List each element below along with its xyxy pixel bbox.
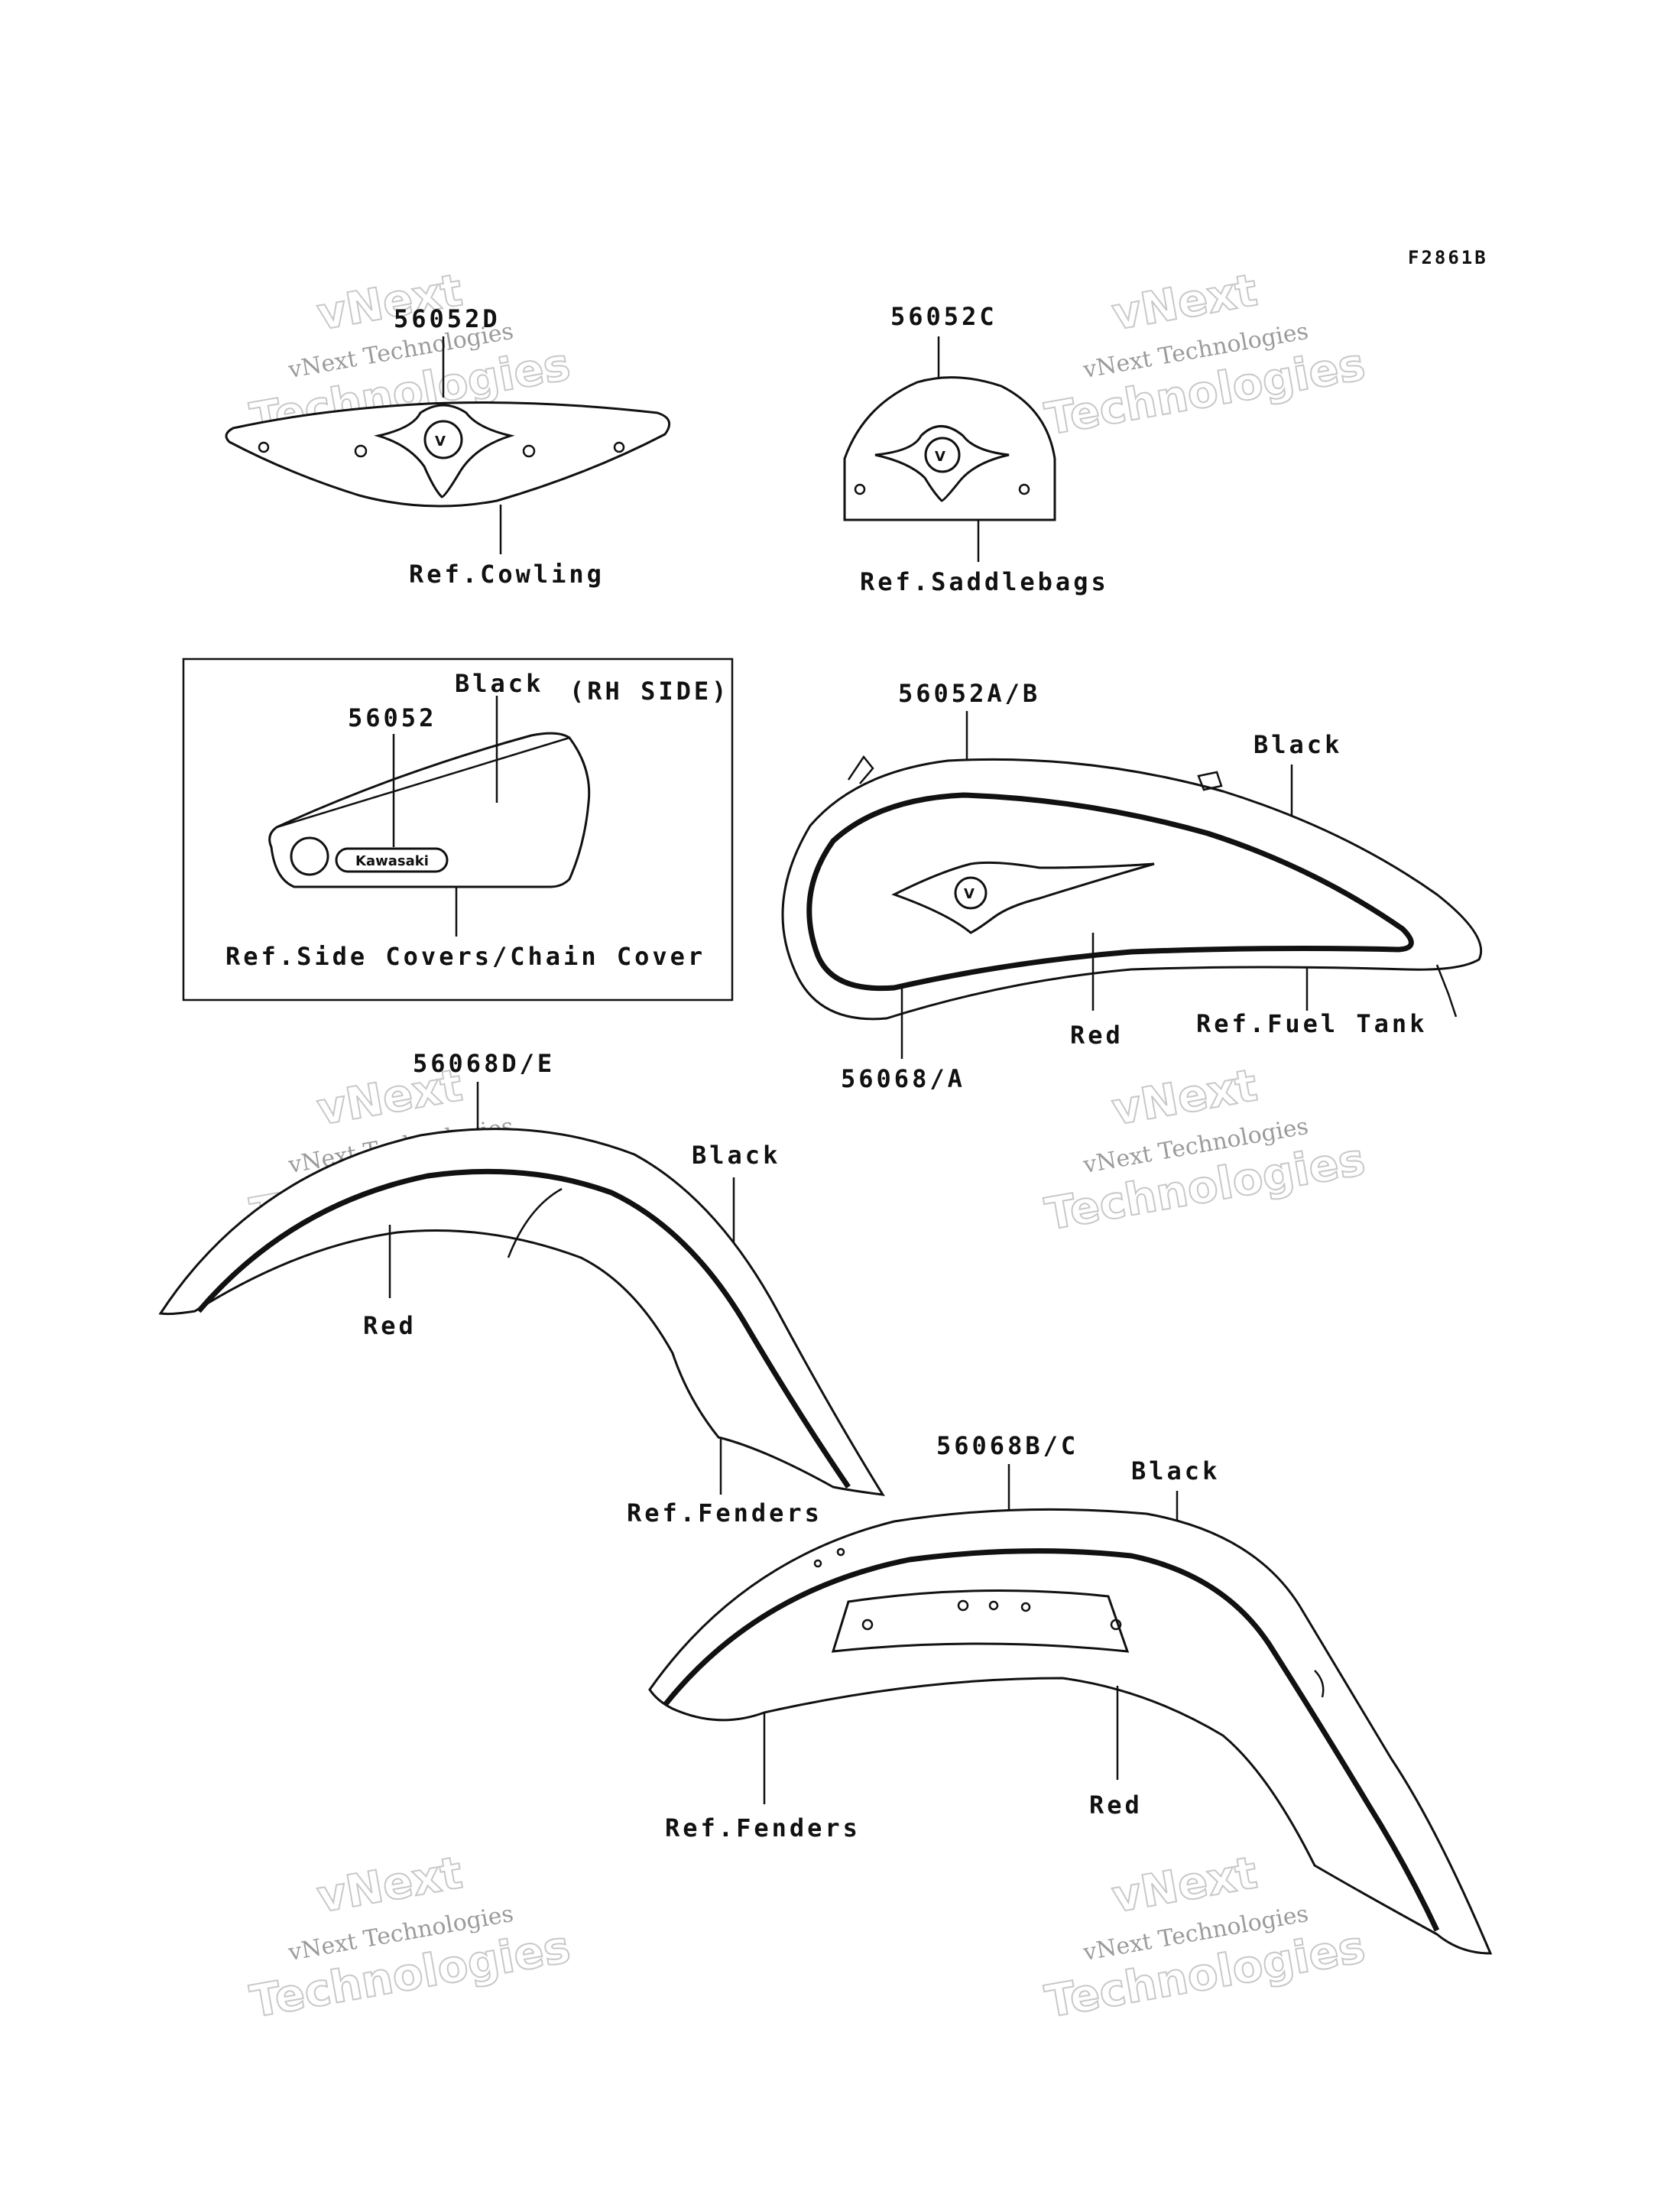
- front-fender-color-inner: Red: [363, 1311, 417, 1340]
- rear-fender-color-inner: Red: [1089, 1791, 1143, 1820]
- svg-text:vNext: vNext: [1108, 1059, 1261, 1135]
- svg-text:V: V: [435, 433, 446, 450]
- cowling-part-number: 56052D: [394, 304, 501, 333]
- rear-fender-stripe: [663, 1548, 1440, 1932]
- svg-text:V: V: [964, 886, 975, 902]
- front-fender-group: 56068D/E Black Red Ref.Fenders: [158, 1049, 885, 1528]
- fuel-tank-part-number: 56052A/B: [898, 679, 1040, 708]
- rear-fender-body: [648, 1508, 1493, 1955]
- cowling-ref: Ref.Cowling: [409, 560, 605, 589]
- side-cover-color: Black: [455, 669, 543, 698]
- svg-text:vNext: vNext: [1108, 1846, 1261, 1923]
- watermark-5: vNext vNext Technologies Technologies: [245, 1846, 574, 2028]
- fuel-tank-stripe-number: 56068/A: [841, 1064, 965, 1093]
- kawasaki-badge-text: Kawasaki: [355, 853, 429, 869]
- saddlebag-group: 56052C V Ref.Saddlebags: [843, 302, 1109, 596]
- saddlebag-part-number: 56052C: [890, 302, 997, 331]
- side-cover-group: Black (RH SIDE) 56052 Kawasaki Ref.Side …: [182, 657, 734, 1002]
- watermark-2: vNext vNext Technologies Technologies: [1040, 263, 1369, 446]
- side-cover-ref: Ref.Side Covers/Chain Cover: [225, 942, 705, 971]
- side-cover-side: (RH SIDE): [569, 677, 729, 706]
- fuel-tank-color-inner: Red: [1070, 1021, 1124, 1050]
- rear-fender-ref: Ref.Fenders: [665, 1813, 861, 1842]
- front-fender-part-number: 56068D/E: [413, 1049, 555, 1078]
- rear-fender-group: 56068B/C Black Red Ref.Fenders: [648, 1431, 1493, 1955]
- fuel-tank-body: [781, 758, 1483, 1021]
- svg-text:V: V: [935, 449, 945, 465]
- rear-fender-plate: [831, 1589, 1130, 1653]
- watermark-4: vNext vNext Technologies Technologies: [1040, 1058, 1369, 1241]
- kawasaki-badge: [335, 847, 449, 873]
- rear-fender-part-number: 56068B/C: [936, 1431, 1078, 1460]
- fuel-tank-color-top: Black: [1254, 730, 1342, 759]
- figure-code: F2861B: [1408, 247, 1488, 268]
- fuel-tank-ref: Ref.Fuel Tank: [1196, 1009, 1427, 1038]
- fuel-tank-stripe: [806, 792, 1414, 992]
- front-fender-ref: Ref.Fenders: [627, 1498, 822, 1528]
- fuel-tank-emblem: [891, 861, 1155, 934]
- svg-text:vNext: vNext: [313, 1846, 466, 1923]
- side-cover-part-number: 56052: [348, 703, 436, 732]
- cowling-group: 56052D V Ref.Cowling: [225, 304, 671, 589]
- rear-fender-color-top: Black: [1131, 1456, 1220, 1485]
- fuel-tank-group: 56052A/B Black V Red Ref.Fuel Tank 56068…: [781, 679, 1483, 1093]
- side-cover-frame: [182, 657, 734, 1002]
- front-fender-stripe: [196, 1168, 851, 1489]
- svg-text:vNext: vNext: [1108, 264, 1261, 340]
- front-fender-body: [158, 1128, 885, 1496]
- front-fender-color-top: Black: [692, 1141, 780, 1170]
- saddlebag-ref: Ref.Saddlebags: [860, 567, 1109, 596]
